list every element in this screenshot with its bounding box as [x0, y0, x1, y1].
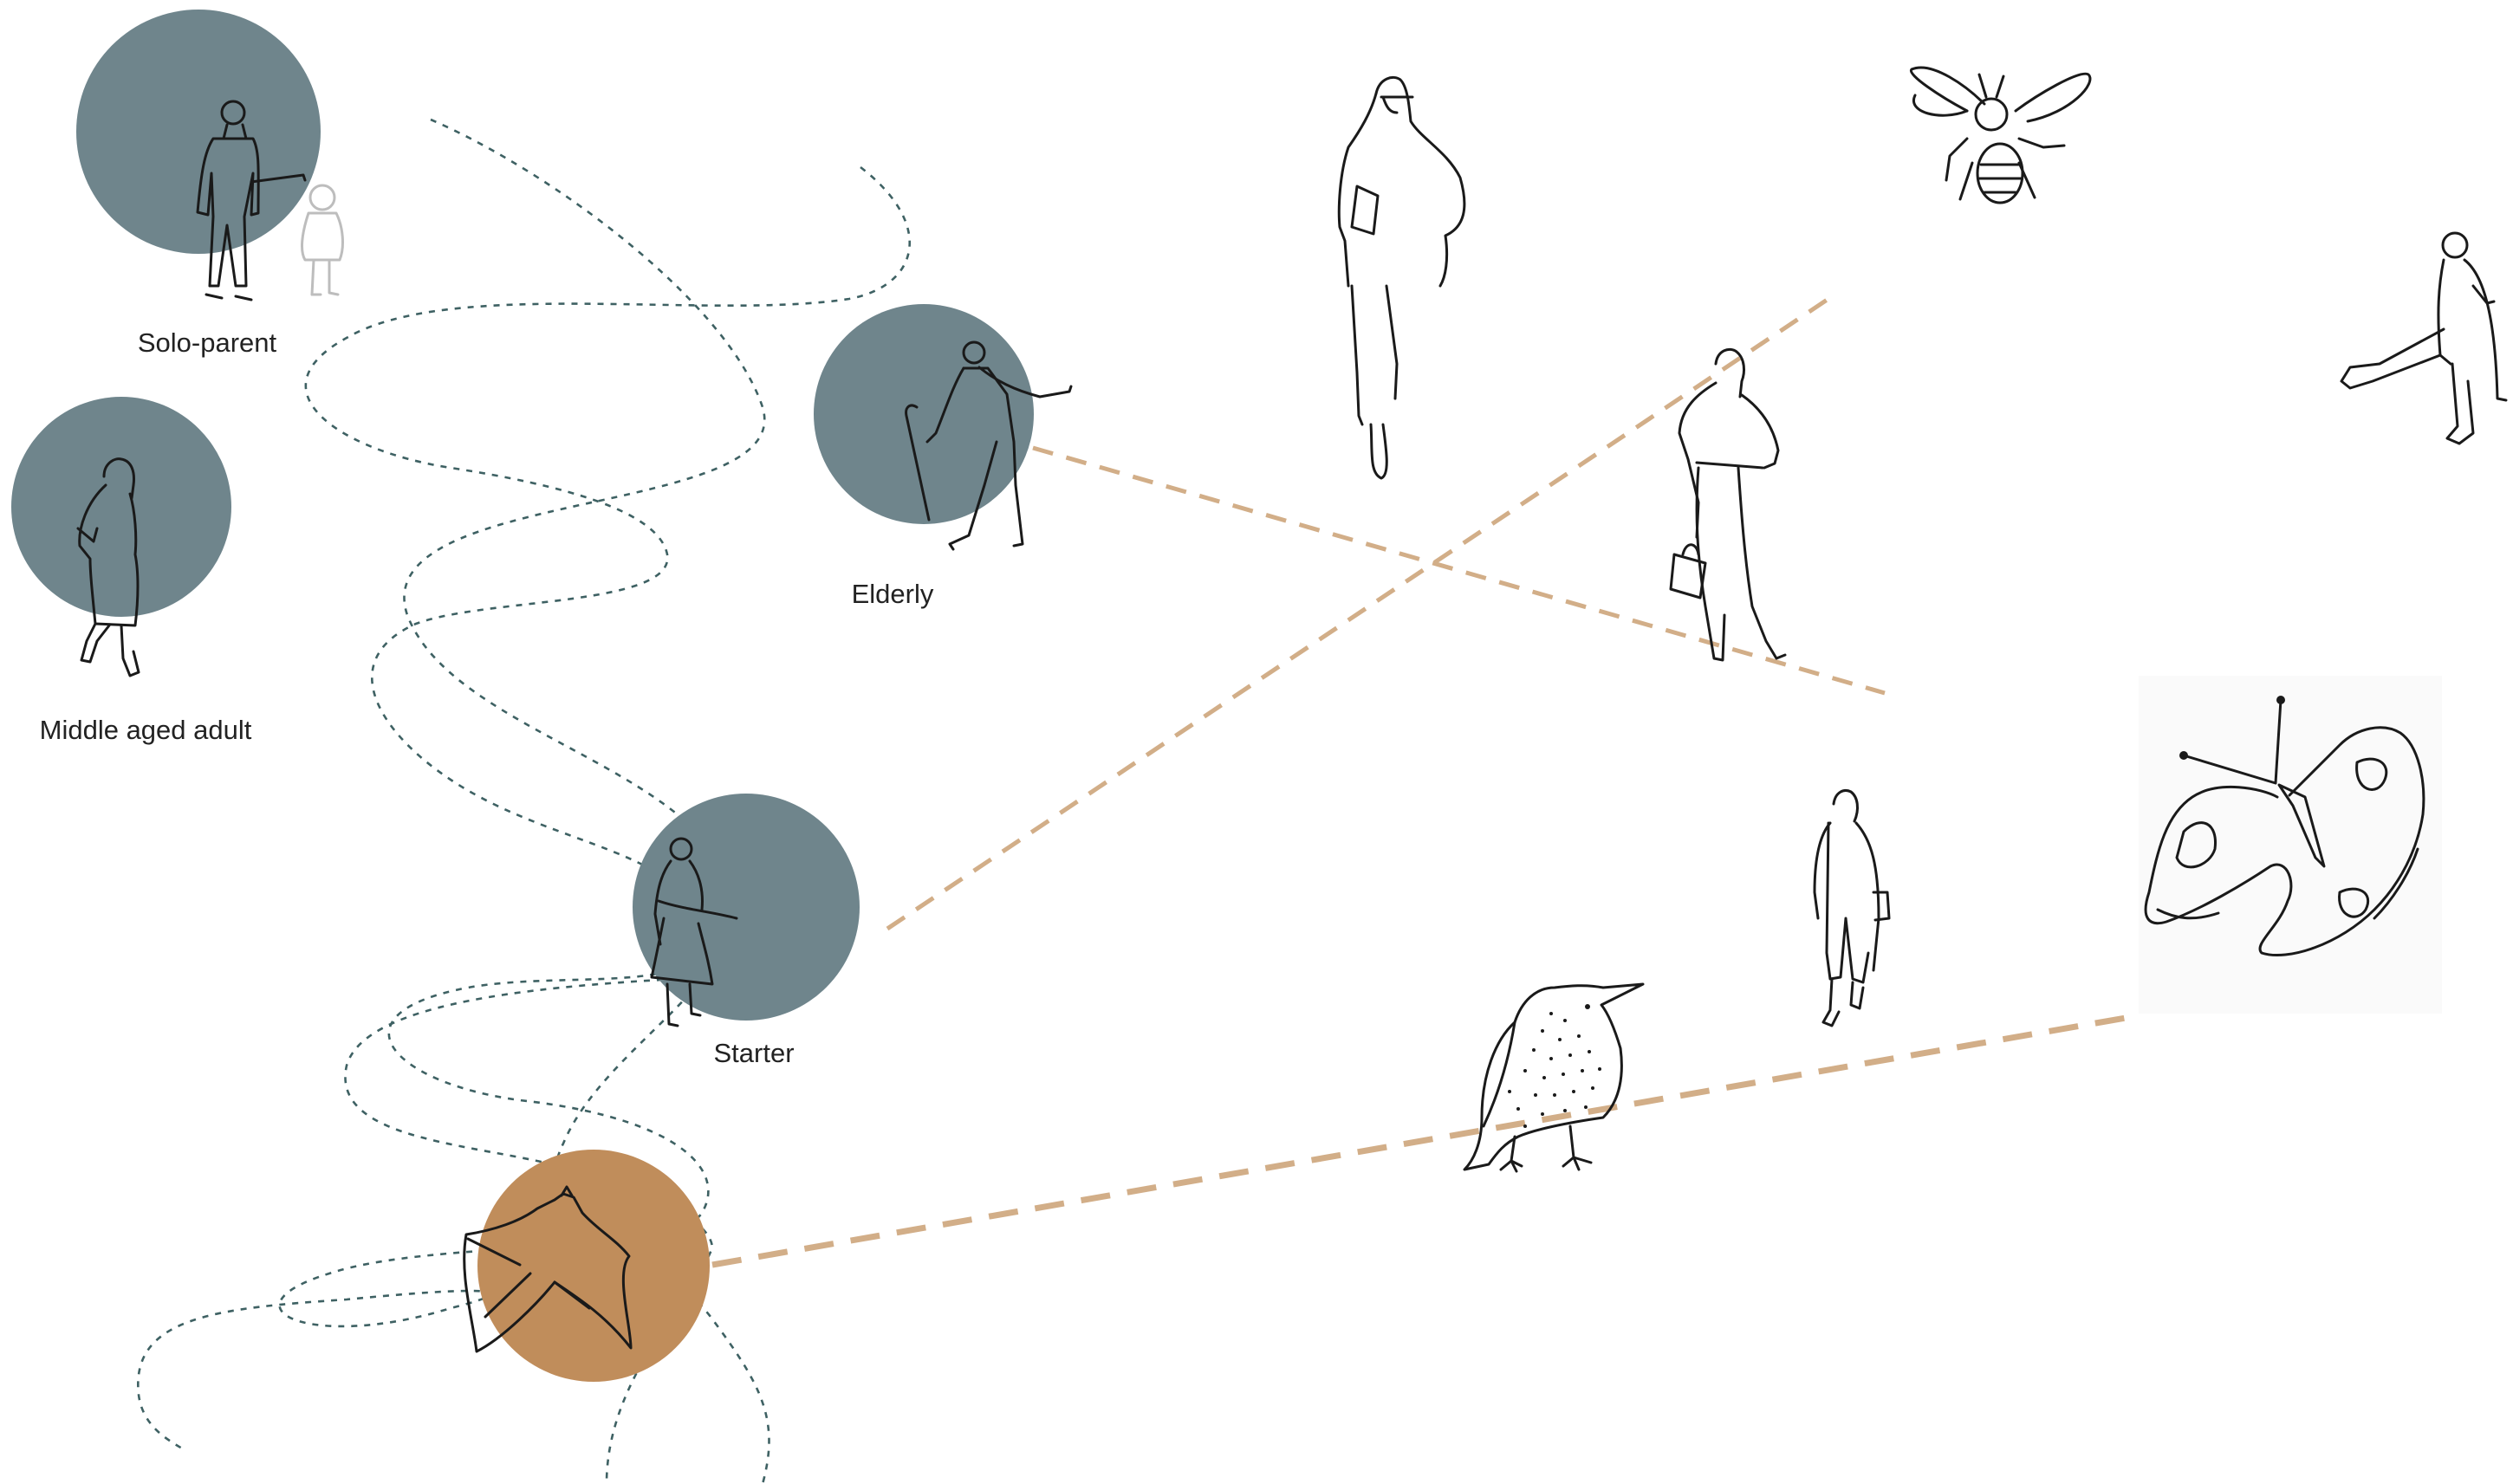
label-middle-aged-adult: Middle aged adult — [40, 715, 252, 746]
solo-parent-circle — [76, 10, 321, 254]
label-elderly: Elderly — [852, 579, 934, 610]
woman-walking-icon — [1339, 77, 1464, 478]
woman-kicking-icon — [2341, 233, 2506, 444]
woman-with-handbag-icon — [1671, 349, 1785, 660]
label-solo-parent: Solo-parent — [138, 327, 276, 359]
starling-bird-icon — [1464, 984, 1643, 1171]
middle-aged-adult-circle — [11, 397, 231, 617]
connector-elderly — [1033, 448, 1885, 693]
connector-bat — [712, 1015, 2140, 1265]
bat-circle — [477, 1150, 710, 1382]
speckle-pattern — [1508, 1012, 1601, 1128]
woman-in-coat-icon — [1815, 791, 1889, 1026]
bee-icon — [1911, 68, 2090, 203]
label-starter: Starter — [713, 1038, 794, 1069]
butterfly-icon — [2139, 676, 2442, 1014]
